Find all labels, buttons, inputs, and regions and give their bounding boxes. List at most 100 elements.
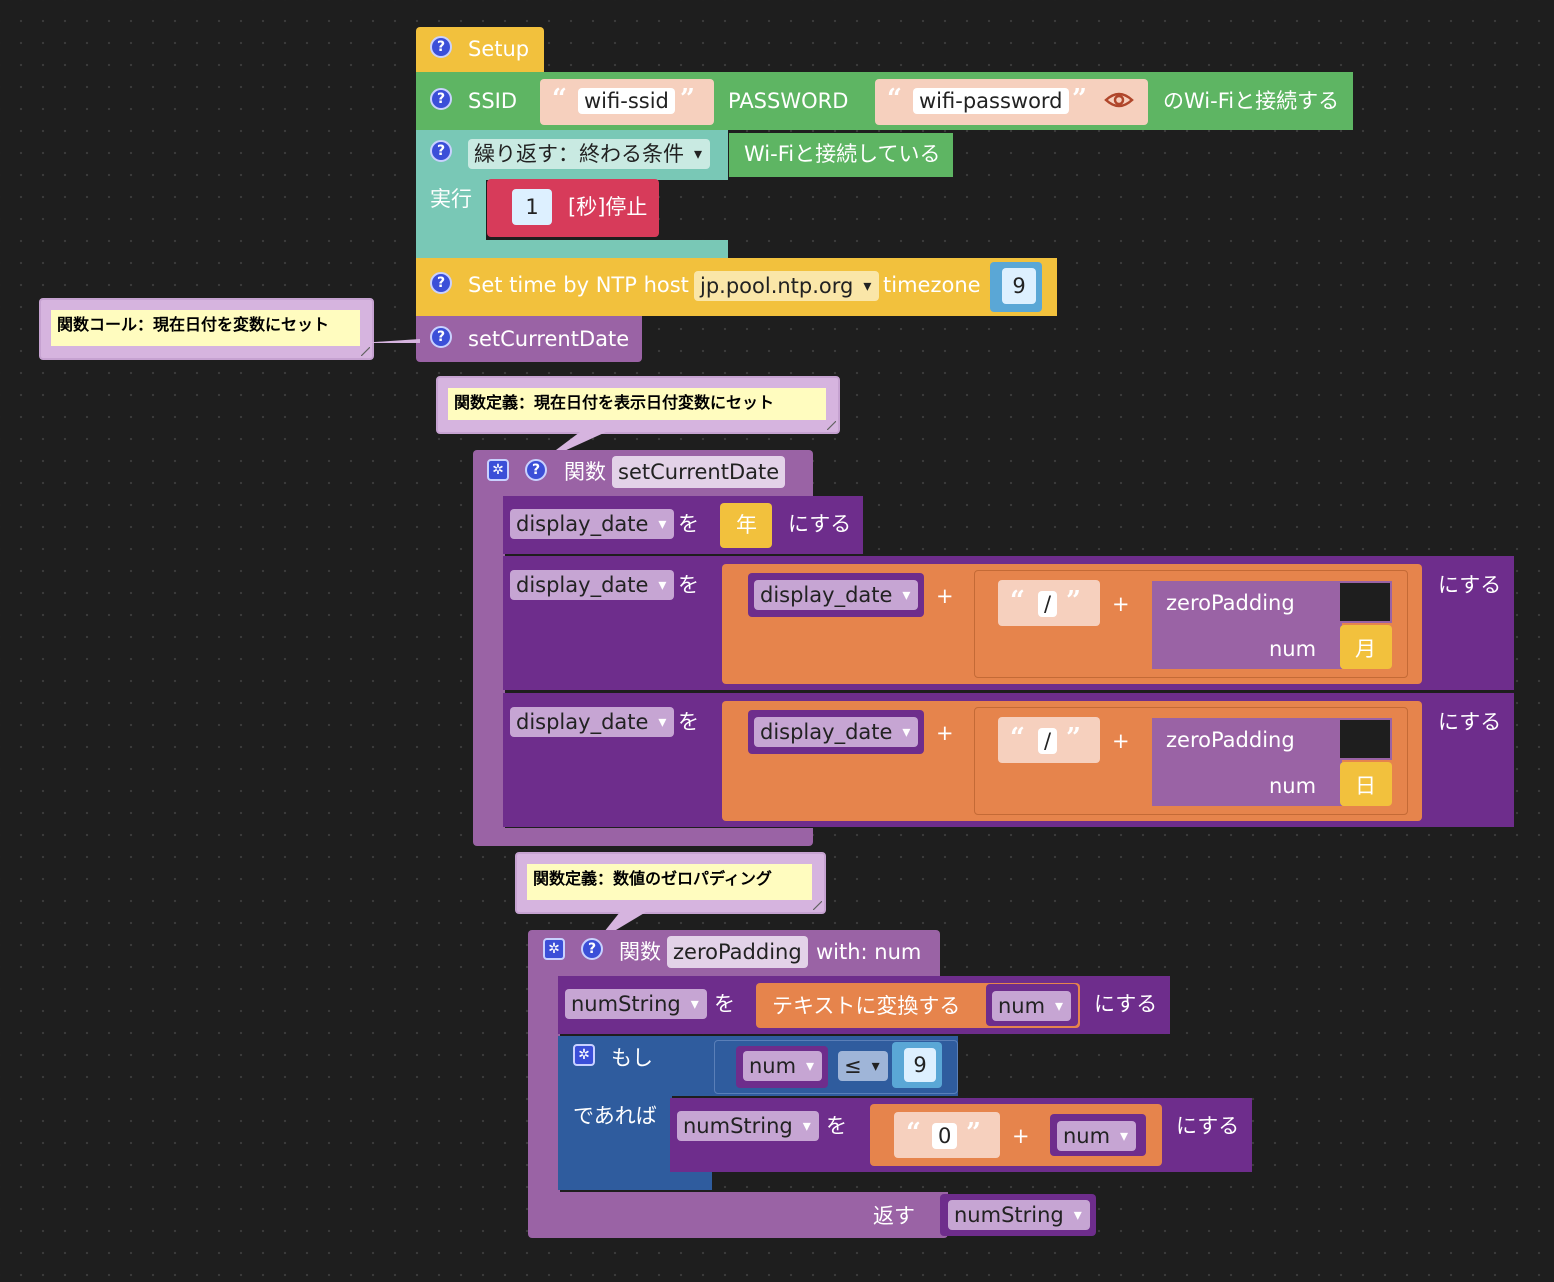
zeropadding-label: zeroPadding [1166,728,1295,752]
variable-dropdown[interactable]: display_date [510,509,675,539]
password-label: PASSWORD [728,89,849,113]
month-block[interactable] [1340,625,1392,669]
help-icon[interactable]: ? [525,459,547,481]
open-quote-icon: “ [1010,723,1025,753]
variable-dropdown[interactable]: display_date [754,717,919,747]
variable-dropdown[interactable]: num [743,1051,823,1081]
setup-title: Setup [468,37,530,61]
wifi-connect-label: のWi-Fiと接続する [1163,89,1340,113]
function-keyword: 関数 [619,940,661,964]
ssid-input[interactable]: wifi-ssid [578,88,675,114]
resize-handle-icon[interactable] [813,901,822,910]
help-icon[interactable]: ? [581,938,603,960]
repeat-bottom-arm [416,240,728,258]
repeat-body-spine [416,179,486,243]
variable-dropdown[interactable]: numString [565,989,707,1019]
comment-text[interactable]: 関数コール：現在日付を変数にセット [51,310,360,346]
zeropadding-label: zeroPadding [1166,591,1295,615]
year-block[interactable] [720,503,772,548]
wifi-connected-label: Wi-Fiと接続している [744,142,941,166]
help-icon[interactable]: ? [430,272,452,294]
close-quote-icon: ” [680,84,695,114]
repeat-mode-dropdown[interactable]: 繰り返す：終わる条件 [468,139,710,169]
ntp-host-dropdown[interactable]: jp.pool.ntp.org [694,271,880,301]
year-label: 年 [736,513,757,537]
zeropadding-call-block[interactable] [1152,581,1342,669]
comment-text[interactable]: 関数定義：現在日付を表示日付変数にセット [448,388,826,420]
call-function-name: setCurrentDate [468,327,630,351]
nisuru-label: にする [1094,992,1158,1016]
open-quote-icon: “ [1010,586,1025,616]
plus-label: + [1112,592,1130,616]
close-quote-icon: ” [1066,586,1081,616]
slash-input[interactable]: / [1038,591,1058,617]
function-return-bar [528,1192,948,1238]
zeropadding-call-block[interactable] [1152,718,1342,806]
zero-input[interactable]: 0 [932,1123,958,1149]
help-icon[interactable]: ? [430,326,452,348]
wifi-connected-block[interactable] [729,133,953,177]
wo-label: を [678,710,699,734]
variable-dropdown[interactable]: display_date [510,570,675,600]
password-input[interactable]: wifi-password [913,88,1069,114]
wo-label: を [678,573,699,597]
open-quote-icon: “ [887,84,902,114]
if-bottom-arm [558,1168,712,1190]
ntp-label: Set time by NTP host [468,273,689,297]
wo-label: を [678,512,699,536]
comment-call[interactable]: 関数コール：現在日付を変数にセット [39,298,374,360]
variable-dropdown[interactable]: numString [948,1200,1090,1230]
num-param-label: num [1269,774,1317,798]
number-input[interactable]: 9 [904,1048,936,1082]
day-block[interactable] [1340,762,1392,806]
variable-dropdown[interactable]: display_date [754,580,919,610]
timezone-input[interactable]: 9 [1002,268,1036,304]
to-text-label: テキストに変換する [772,994,961,1018]
day-label: 日 [1355,774,1376,798]
if-label: もし [611,1046,653,1070]
comment-def2[interactable]: 関数定義：数値のゼロパディング [515,852,826,914]
comment-def1[interactable]: 関数定義：現在日付を表示日付変数にセット [436,376,840,434]
open-quote-icon: “ [552,84,567,114]
open-quote-icon: “ [906,1118,921,1148]
return-label: 返す [873,1204,915,1228]
sleep-seconds-input[interactable]: 1 [512,189,552,225]
close-quote-icon: ” [1072,84,1087,114]
variable-dropdown[interactable]: numString [677,1111,819,1141]
wo-label: を [714,992,735,1016]
plus-label: + [1012,1124,1030,1148]
help-icon[interactable]: ? [430,36,452,58]
function-name-input[interactable]: setCurrentDate [612,456,786,488]
gear-icon[interactable]: ✲ [487,459,509,481]
eye-icon[interactable] [1104,90,1134,110]
function-params-label: with: num [816,940,922,964]
variable-dropdown[interactable]: display_date [510,707,675,737]
sleep-label: [秒]停止 [568,195,648,219]
nisuru-label: にする [788,512,852,536]
call-setcurrentdate-block[interactable] [416,316,642,362]
operator-dropdown[interactable]: ≤ [838,1051,888,1081]
resize-handle-icon[interactable] [361,347,370,356]
variable-dropdown[interactable]: num [1057,1121,1137,1151]
zeropadding-call-cap [1340,581,1392,623]
help-icon[interactable]: ? [430,140,452,162]
close-quote-icon: ” [966,1118,981,1148]
function-keyword: 関数 [564,460,606,484]
resize-handle-icon[interactable] [827,421,836,430]
num-param-label: num [1269,637,1317,661]
month-label: 月 [1355,637,1376,661]
gear-icon[interactable]: ✲ [573,1044,595,1066]
help-icon[interactable]: ? [430,88,452,110]
nisuru-label: にする [1176,1114,1240,1138]
variable-dropdown[interactable]: num [992,991,1072,1021]
slash-input[interactable]: / [1038,728,1058,754]
plus-label: + [936,584,954,608]
plus-label: + [936,721,954,745]
gear-icon[interactable]: ✲ [543,938,565,960]
nisuru-label: にする [1438,710,1502,734]
comment-text[interactable]: 関数定義：数値のゼロパディング [527,864,812,900]
function-name-input[interactable]: zeroPadding [667,936,808,968]
plus-label: + [1112,729,1130,753]
nisuru-label: にする [1438,573,1502,597]
timezone-label: timezone [883,273,981,297]
